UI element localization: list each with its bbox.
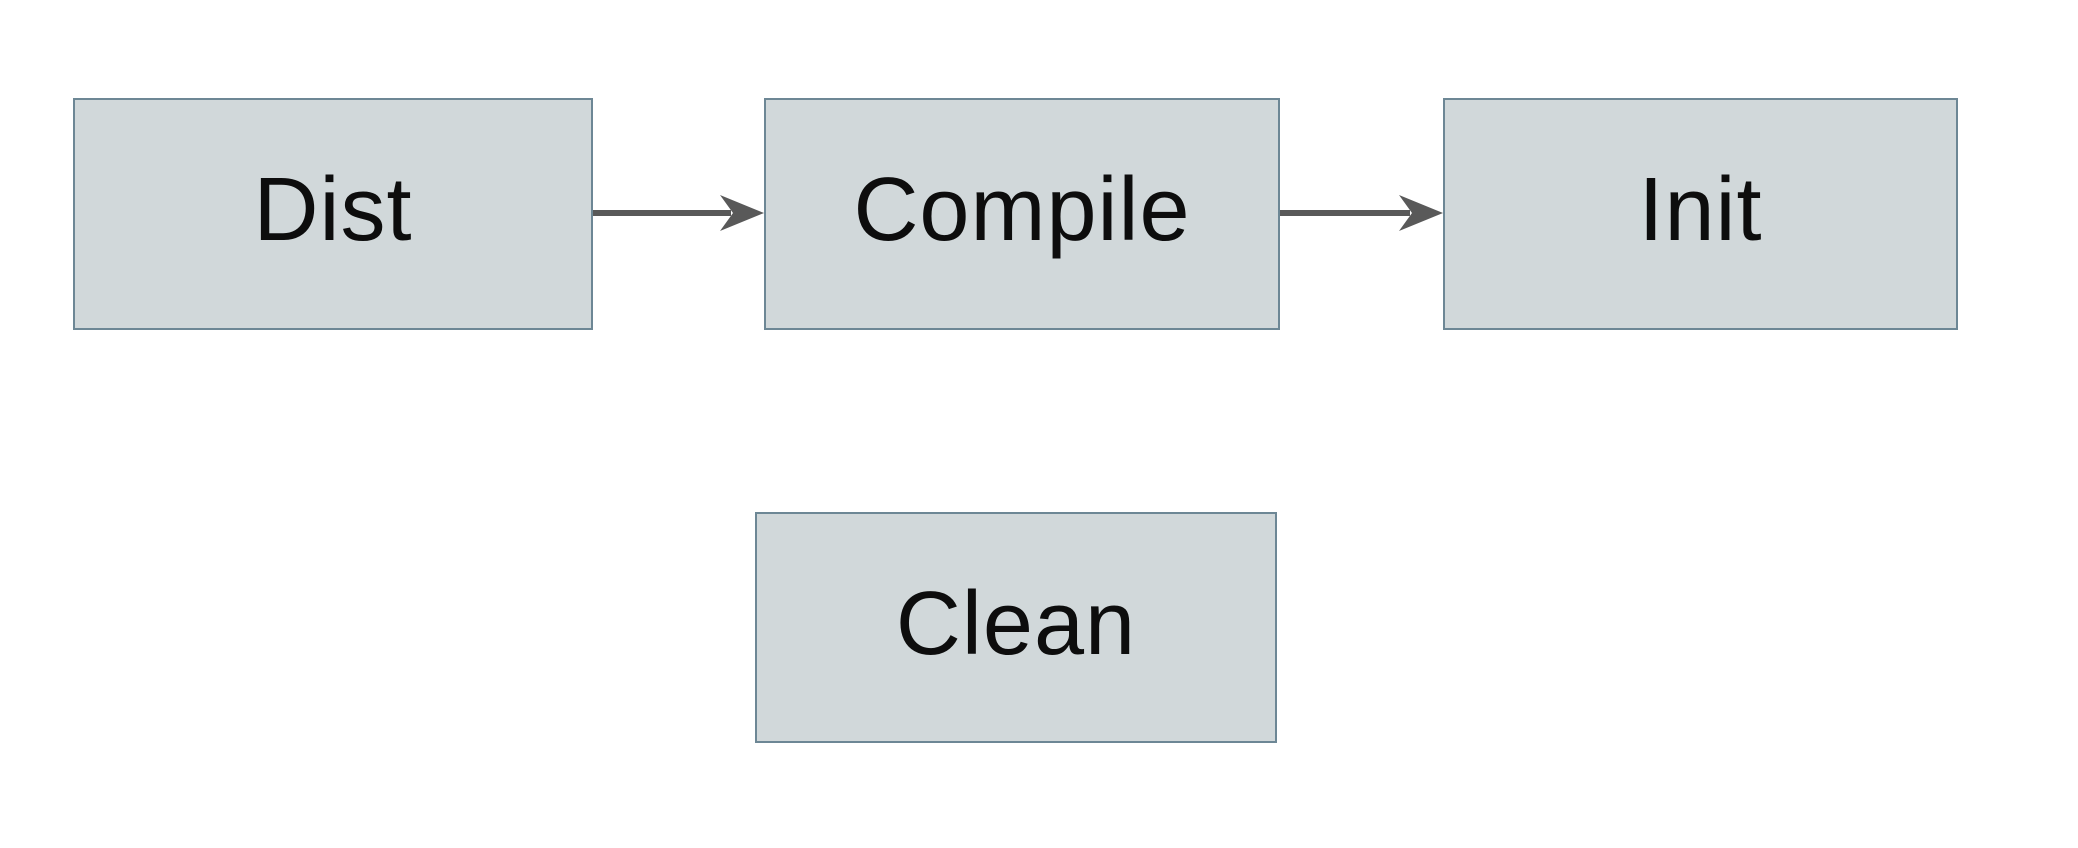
node-init-label: Init	[1638, 160, 1763, 260]
arrow-compile-to-init[interactable]	[1280, 193, 1445, 233]
node-dist[interactable]: Dist	[73, 98, 593, 330]
node-clean[interactable]: Clean	[755, 512, 1277, 743]
node-compile[interactable]: Compile	[764, 98, 1280, 330]
node-init[interactable]: Init	[1443, 98, 1958, 330]
node-dist-label: Dist	[253, 160, 413, 260]
arrow-dist-to-compile[interactable]	[593, 193, 766, 233]
arrowhead-icon	[720, 195, 764, 231]
arrowhead-icon	[1399, 195, 1443, 231]
node-clean-label: Clean	[895, 573, 1137, 674]
node-compile-label: Compile	[853, 160, 1191, 260]
